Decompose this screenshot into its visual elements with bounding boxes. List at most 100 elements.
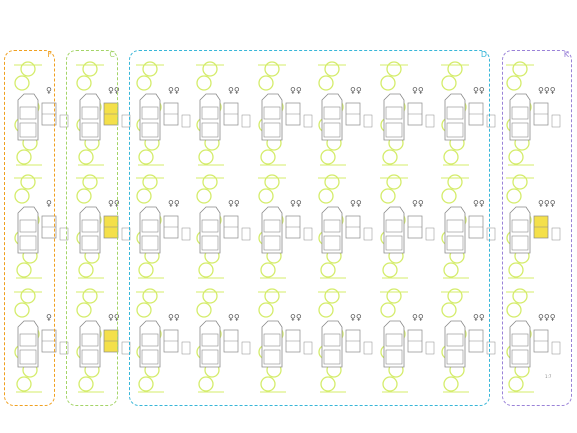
lime-ring-icon (196, 188, 212, 204)
furniture-plan-icon (321, 320, 343, 368)
drawer (263, 349, 281, 365)
detail-box (303, 341, 313, 355)
drawer (446, 349, 464, 365)
lime-ring-icon (264, 61, 280, 77)
lime-ring-icon (508, 149, 524, 165)
detail-box (121, 114, 131, 128)
lime-ring-icon (512, 288, 528, 304)
drawer (446, 219, 464, 233)
drawer (19, 349, 37, 365)
lime-ring-icon (380, 75, 396, 91)
person-figure-icon: ♀♀♀ (538, 313, 556, 322)
ring-guide (506, 177, 534, 279)
drawer (446, 106, 464, 120)
furniture-plan-icon (509, 206, 531, 254)
person-figure-icon: ♀♀ (350, 86, 362, 95)
ring-guide (76, 177, 104, 279)
ring-guide (76, 64, 104, 166)
furniture-plan-icon (139, 320, 161, 368)
lime-ring-icon (142, 288, 158, 304)
lime-ring-icon (76, 302, 92, 318)
person-figure-icon: ♀ (46, 86, 52, 95)
person-figure-icon: ♀♀ (168, 313, 180, 322)
group-corner-mark: F (47, 50, 52, 59)
drawer (446, 122, 464, 138)
drawer (323, 349, 341, 365)
furniture-plan-icon (261, 206, 283, 254)
ring-guide (258, 291, 286, 393)
lime-ring-icon (14, 188, 30, 204)
lime-ring-icon (386, 288, 402, 304)
lime-ring-icon (320, 262, 336, 278)
drawer (511, 235, 529, 251)
lime-ring-icon (447, 61, 463, 77)
person-figure-icon: ♀♀ (412, 313, 424, 322)
person-figure-icon: ♀♀♀ (538, 199, 556, 208)
drawer (263, 235, 281, 251)
drawer (141, 333, 159, 347)
lime-ring-icon (382, 149, 398, 165)
furniture-plan-icon (383, 320, 405, 368)
group-b: ♀♀♀♀♀♀ (76, 61, 131, 393)
drawer (511, 333, 529, 347)
furniture-plan-icon (79, 320, 101, 368)
lime-ring-icon (512, 174, 528, 190)
person-figure-icon: ♀♀ (350, 199, 362, 208)
furniture-plan-icon (79, 93, 101, 141)
unit-plan: ♀♀ (196, 288, 251, 393)
unit-plan: ♀♀ (76, 61, 131, 166)
person-figure-icon: ♀♀ (228, 199, 240, 208)
furniture-plan-icon (17, 93, 39, 141)
person-figure-icon: ♀♀ (228, 86, 240, 95)
furniture-plan-icon (199, 206, 221, 254)
ring-guide (441, 64, 469, 166)
drawer (323, 219, 341, 233)
lime-ring-icon (380, 188, 396, 204)
drawer (141, 122, 159, 138)
drawer (385, 219, 403, 233)
drawer (81, 235, 99, 251)
group-frame-c: D (129, 50, 490, 406)
lime-ring-icon (258, 302, 274, 318)
furniture-plan-icon (444, 93, 466, 141)
detail-box (241, 341, 251, 355)
unit-plan: ♀♀ (441, 288, 496, 393)
drawer (511, 122, 529, 138)
group-a: ♀♀♀ (14, 61, 69, 393)
detail-box (59, 341, 69, 355)
furniture-plan-icon (199, 93, 221, 141)
lime-ring-icon (386, 174, 402, 190)
ring-guide (380, 291, 408, 393)
person-figure-icon: ♀♀ (108, 199, 120, 208)
group-frame-b: C (66, 50, 118, 406)
ring-guide (506, 291, 534, 393)
lime-ring-icon (318, 188, 334, 204)
person-figure-icon: ♀ (46, 199, 52, 208)
person-figure-icon: ♀♀ (290, 199, 302, 208)
drawer (263, 219, 281, 233)
lime-ring-icon (441, 302, 457, 318)
person-figure-icon: ♀♀♀ (538, 86, 556, 95)
lime-ring-icon (138, 262, 154, 278)
lime-ring-icon (198, 262, 214, 278)
lime-ring-icon (260, 149, 276, 165)
ring-guide (318, 291, 346, 393)
drawer (81, 122, 99, 138)
drawer (446, 235, 464, 251)
ring-guide (14, 291, 42, 393)
person-figure-icon: ♀♀ (473, 313, 485, 322)
unit-plan: ♀ (14, 61, 69, 166)
furniture-plan-icon (509, 320, 531, 368)
unit-plan: ♀♀ (136, 61, 191, 166)
lime-ring-icon (78, 262, 94, 278)
detail-box (363, 341, 373, 355)
unit-plan: ♀♀ (258, 288, 313, 393)
lime-ring-icon (447, 174, 463, 190)
furniture-plan-icon (199, 320, 221, 368)
drawer (19, 122, 37, 138)
person-figure-icon: ♀♀ (350, 313, 362, 322)
unit-plan: ♀♀ (380, 174, 435, 279)
lime-ring-icon (82, 174, 98, 190)
ring-guide (380, 64, 408, 166)
furniture-plan-icon (17, 206, 39, 254)
